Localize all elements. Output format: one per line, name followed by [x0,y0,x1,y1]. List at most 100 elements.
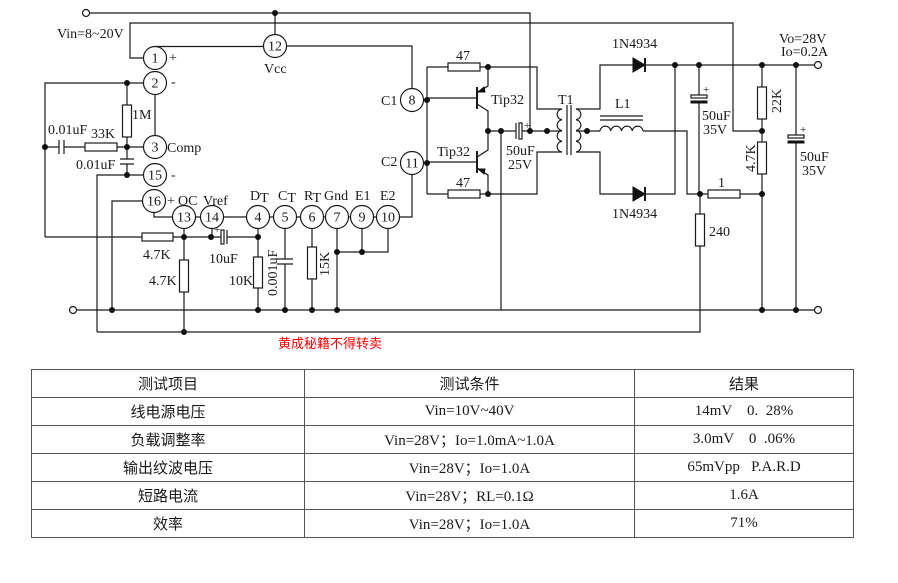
resistor-4k7-shunt [178,259,190,293]
wire-q-top [427,67,489,131]
resistors [84,62,768,293]
cell-result: 71% [634,509,854,538]
capacitor-comp-shunt [120,158,134,165]
svg-text:12: 12 [268,40,282,55]
capacitors [58,94,805,265]
capacitor-10uf-plus: + [214,224,220,236]
vref-label: Vref [203,194,228,209]
capacitor-out1-value: 50uF [702,109,731,124]
wire-pin2 [44,82,144,237]
junction-dots [42,10,799,335]
pin1-polarity: + [169,51,177,66]
resistor-15k-label: 15K [318,252,333,276]
wire-driver-left [423,67,428,194]
capacitor-out1-plus: + [703,84,709,96]
pin15-polarity: - [171,168,176,183]
transformer-t1 [556,105,582,155]
pin-1: 1 [142,45,168,71]
cell-test-condition: Vin=28V；Io=1.0A [304,509,635,538]
capacitor-comp-shunt-label: 0.01uF [76,158,116,173]
terminal-ground-left [68,305,78,315]
svg-text:13: 13 [177,211,191,226]
rt-label: RT [304,189,322,206]
cell-test-condition: Vin=10V~40V [304,397,635,426]
vcc-label: Vcc [264,62,287,77]
table-row: 负载调整率 Vin=28V；Io=1.0mA~1.0A 3.0mV 0 .06% [31,425,854,454]
table-row: 输出纹波电压 Vin=28V；Io=1.0A 65mVpp P.A.R.D [31,453,854,482]
header-test-item: 测试项目 [31,369,305,398]
svg-text:2: 2 [152,77,159,92]
table-header-row: 测试项目 测试条件 结果 [31,369,854,398]
pin16-polarity: + [167,194,175,209]
wire-pin16 [111,200,173,310]
diode-top [632,57,646,73]
capacitor-comp-series-label: 0.01uF [48,123,88,138]
cell-result: 14mV 0. 28% [634,397,854,426]
schematic-diagram: 1 2 3 15 16 12 8 11 13 14 4 5 6 7 9 10 V… [42,8,829,352]
iout-label: Io=0.2A [781,45,829,60]
capacitor-out2-plus: + [800,124,806,136]
wire-vcc-to-c1 [155,45,413,89]
resistor-240 [694,213,706,247]
cell-test-condition: Vin=28V；Io=1.0A [304,453,635,482]
resistor-47-bottom-label: 47 [456,176,470,191]
ic-pins: 1 2 3 15 16 12 8 11 13 14 4 5 6 7 9 10 [141,33,425,230]
svg-text:7: 7 [334,211,341,226]
table-row: 短路电流 Vin=28V；RL=0.1Ω 1.6A [31,481,854,510]
pin-13: 13 [171,204,197,230]
capacitor-coupling-plus: + [524,120,530,132]
capacitor-ct-label: 0.001uF [266,250,281,297]
resistor-33k-label: 33K [91,127,115,142]
resistor-47-bottom [447,189,481,199]
resistor-240-label: 240 [709,225,730,240]
gnd-label: Gnd [324,189,348,204]
svg-text:11: 11 [405,157,418,172]
header-test-condition: 测试条件 [304,369,635,398]
svg-text:10: 10 [381,211,395,226]
cell-test-condition: Vin=28V；Io=1.0mA~1.0A [304,425,635,454]
resistor-4k7-series-label: 4.7K [143,248,171,263]
svg-text:3: 3 [152,141,159,156]
svg-text:16: 16 [147,195,161,210]
wire-e2-to-c2 [399,174,413,218]
transistor-bottom-label: Tip32 [437,145,470,160]
cell-test-item: 负载调整率 [31,425,305,454]
pin-3: 3 [142,134,168,160]
resistor-1-ohm [707,189,741,199]
svg-text:4: 4 [255,211,262,226]
transistor-top-label: Tip32 [491,93,524,108]
resistor-47-top [447,62,481,72]
e2-label: E2 [380,189,396,204]
terminal-ground-right [813,305,823,315]
pin-7: 7 [324,204,350,230]
pin-15: 15 [142,162,168,188]
capacitor-ct [277,258,293,265]
cell-test-item: 线电源电压 [31,397,305,426]
cell-test-item: 效率 [31,509,305,538]
c1-label: C1 [381,94,397,109]
terminal-vout [813,60,823,70]
terminal-vin [81,8,91,18]
pin-10: 10 [375,204,401,230]
cell-test-condition: Vin=28V；RL=0.1Ω [304,481,635,510]
oc-label: OC [178,194,197,209]
capacitor-out2-value: 50uF [800,150,829,165]
svg-text:9: 9 [359,211,366,226]
resistor-47-top-label: 47 [456,49,470,64]
emitter-arrow-icon [476,168,486,175]
resistor-4k7-shunt-label: 4.7K [149,274,177,289]
cell-result: 3.0mV 0 .06% [634,425,854,454]
diode-top-label: 1N4934 [612,37,657,52]
resistor-4k7-feedback-label: 4.7K [744,144,759,172]
wire-vin-rail [89,12,531,131]
svg-text:15: 15 [148,169,162,184]
pin-6: 6 [299,204,325,230]
resistor-1m [121,104,133,138]
pin-12: 12 [262,33,288,59]
cell-result: 65mVpp P.A.R.D [634,453,854,482]
ct-label: CT [278,189,296,206]
inductor-label: L1 [615,97,631,112]
pin-14: 14 [199,204,225,230]
capacitor-out2 [787,134,805,144]
transformer-label: T1 [558,93,574,108]
